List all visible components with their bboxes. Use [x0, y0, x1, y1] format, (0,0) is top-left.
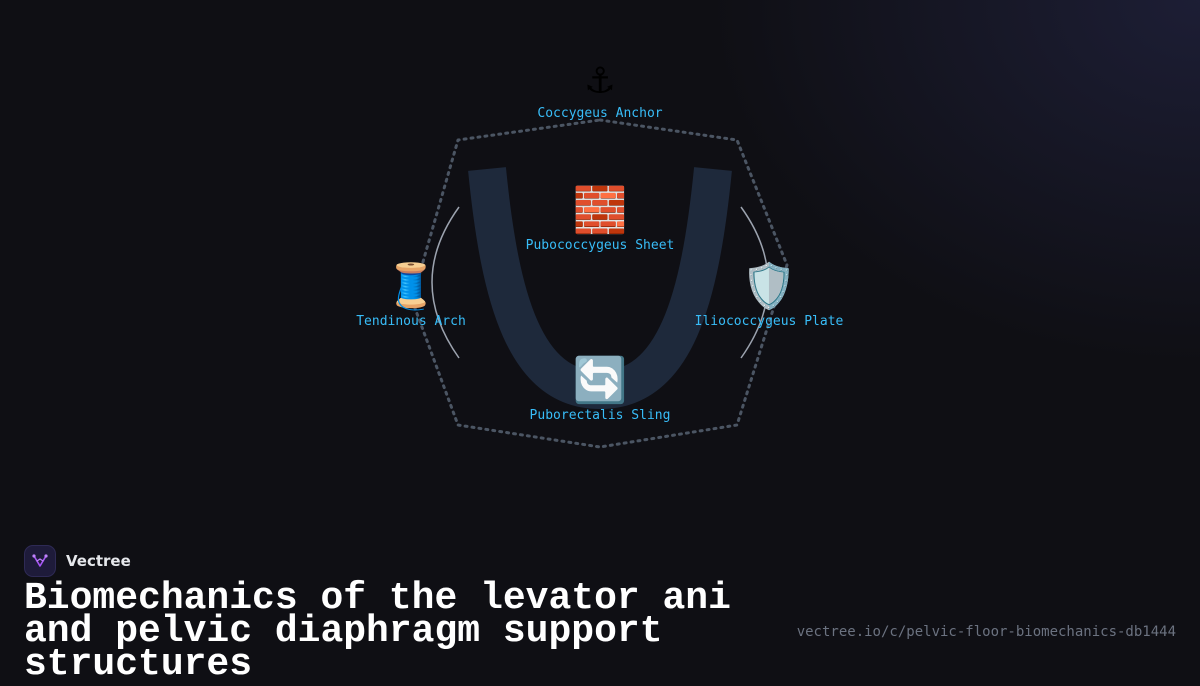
- diagram-shapes: [410, 118, 789, 449]
- node-coccygeus-anchor: ⚓ Coccygeus Anchor: [537, 54, 662, 122]
- levator-u-shape-right: [598, 167, 732, 409]
- vectree-logo-icon: [24, 545, 56, 577]
- page-url[interactable]: vectree.io/c/pelvic-floor-biomechanics-d…: [796, 624, 1176, 640]
- thread-spool-icon: 🧵: [383, 261, 439, 312]
- node-label: Coccygeus Anchor: [537, 106, 663, 121]
- node-label: Iliococcygeus Plate: [694, 314, 844, 329]
- brand-name: Vectree: [66, 552, 131, 570]
- shield-icon: 🛡️: [741, 261, 797, 312]
- levator-u-shape: [468, 167, 602, 409]
- node-label: Tendinous Arch: [356, 314, 466, 329]
- right-arc: [740, 206, 769, 359]
- node-label: Pubococcygeus Sheet: [525, 238, 675, 253]
- left-arc: [431, 206, 460, 359]
- brick-icon: 🧱: [572, 185, 628, 236]
- page-title: Biomechanics of the levator ani and pelv…: [24, 577, 731, 686]
- node-puborectalis-sling: 🔄 Puborectalis Sling: [530, 356, 671, 424]
- cycle-arrows-icon: 🔄: [572, 355, 628, 406]
- anchor-icon: ⚓: [586, 53, 614, 104]
- outer-dotted-outline: [410, 118, 789, 449]
- node-tendinous-arch: 🧵 Tendinous Arch: [356, 262, 466, 330]
- node-label: Puborectalis Sling: [529, 408, 671, 423]
- node-pubococcygeus-sheet: 🧱 Pubococcygeus Sheet: [526, 186, 675, 254]
- node-iliococcygeus-plate: 🛡️ Iliococcygeus Plate: [695, 262, 844, 330]
- pelvic-diaphragm-diagram: ⚓ Coccygeus Anchor 🧱 Pubococcygeus Sheet…: [356, 54, 844, 449]
- brand[interactable]: Vectree: [24, 544, 131, 578]
